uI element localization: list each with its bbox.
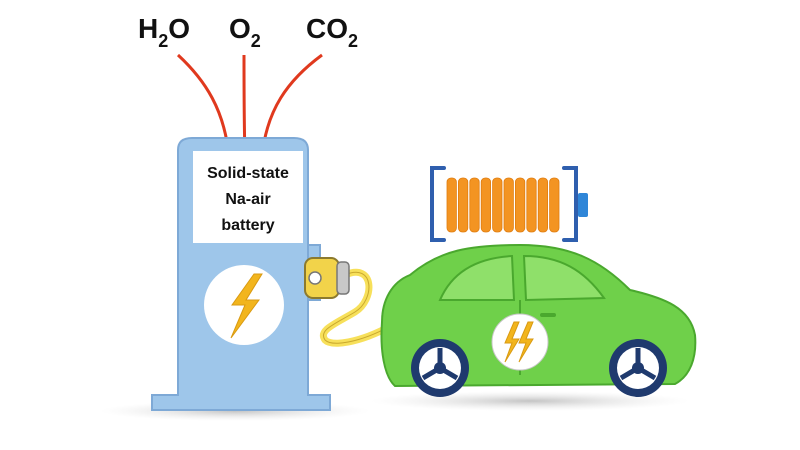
battery-icon	[430, 166, 588, 242]
plug-icon	[304, 257, 399, 347]
car-handle	[540, 313, 556, 317]
battery-cell	[537, 177, 549, 233]
battery-cell	[503, 177, 514, 233]
plug-pin	[308, 271, 322, 285]
station-label-line-3: battery	[221, 217, 274, 234]
car-window-front	[438, 254, 516, 301]
charging-station: Solid-state Na-air battery	[151, 137, 331, 411]
station-label-line-1: Solid-state	[207, 165, 289, 182]
battery-cell	[469, 177, 480, 233]
battery-cell	[492, 177, 503, 233]
battery-cells	[446, 177, 560, 233]
battery-terminal	[578, 193, 588, 217]
lightning-bolt-icon	[504, 321, 520, 363]
station-label-line-2: Na-air	[225, 191, 270, 208]
car-icon	[380, 243, 697, 397]
battery-cell	[457, 177, 469, 233]
car-window-rear	[522, 254, 606, 302]
battery-cell	[480, 177, 492, 233]
lightning-bolt-icon	[230, 273, 263, 339]
battery-cell	[549, 177, 560, 233]
battery-cell	[515, 177, 526, 233]
battery-frame-right	[562, 166, 578, 242]
input-label-o2: O2	[229, 13, 261, 51]
car-wheel-rear	[411, 339, 469, 397]
battery-cell	[526, 177, 537, 233]
station-label-panel	[193, 151, 303, 243]
plug-ring	[336, 261, 350, 295]
charging-cable-edge	[322, 272, 396, 344]
car-wheel-front	[609, 339, 667, 397]
battery-frame-left	[430, 166, 446, 242]
car-shadow	[370, 391, 690, 411]
lightning-bolt-icon	[518, 321, 534, 363]
input-label-h2o: H2O	[138, 13, 190, 51]
battery-cell	[446, 177, 457, 233]
input-label-co2: CO2	[306, 13, 358, 51]
